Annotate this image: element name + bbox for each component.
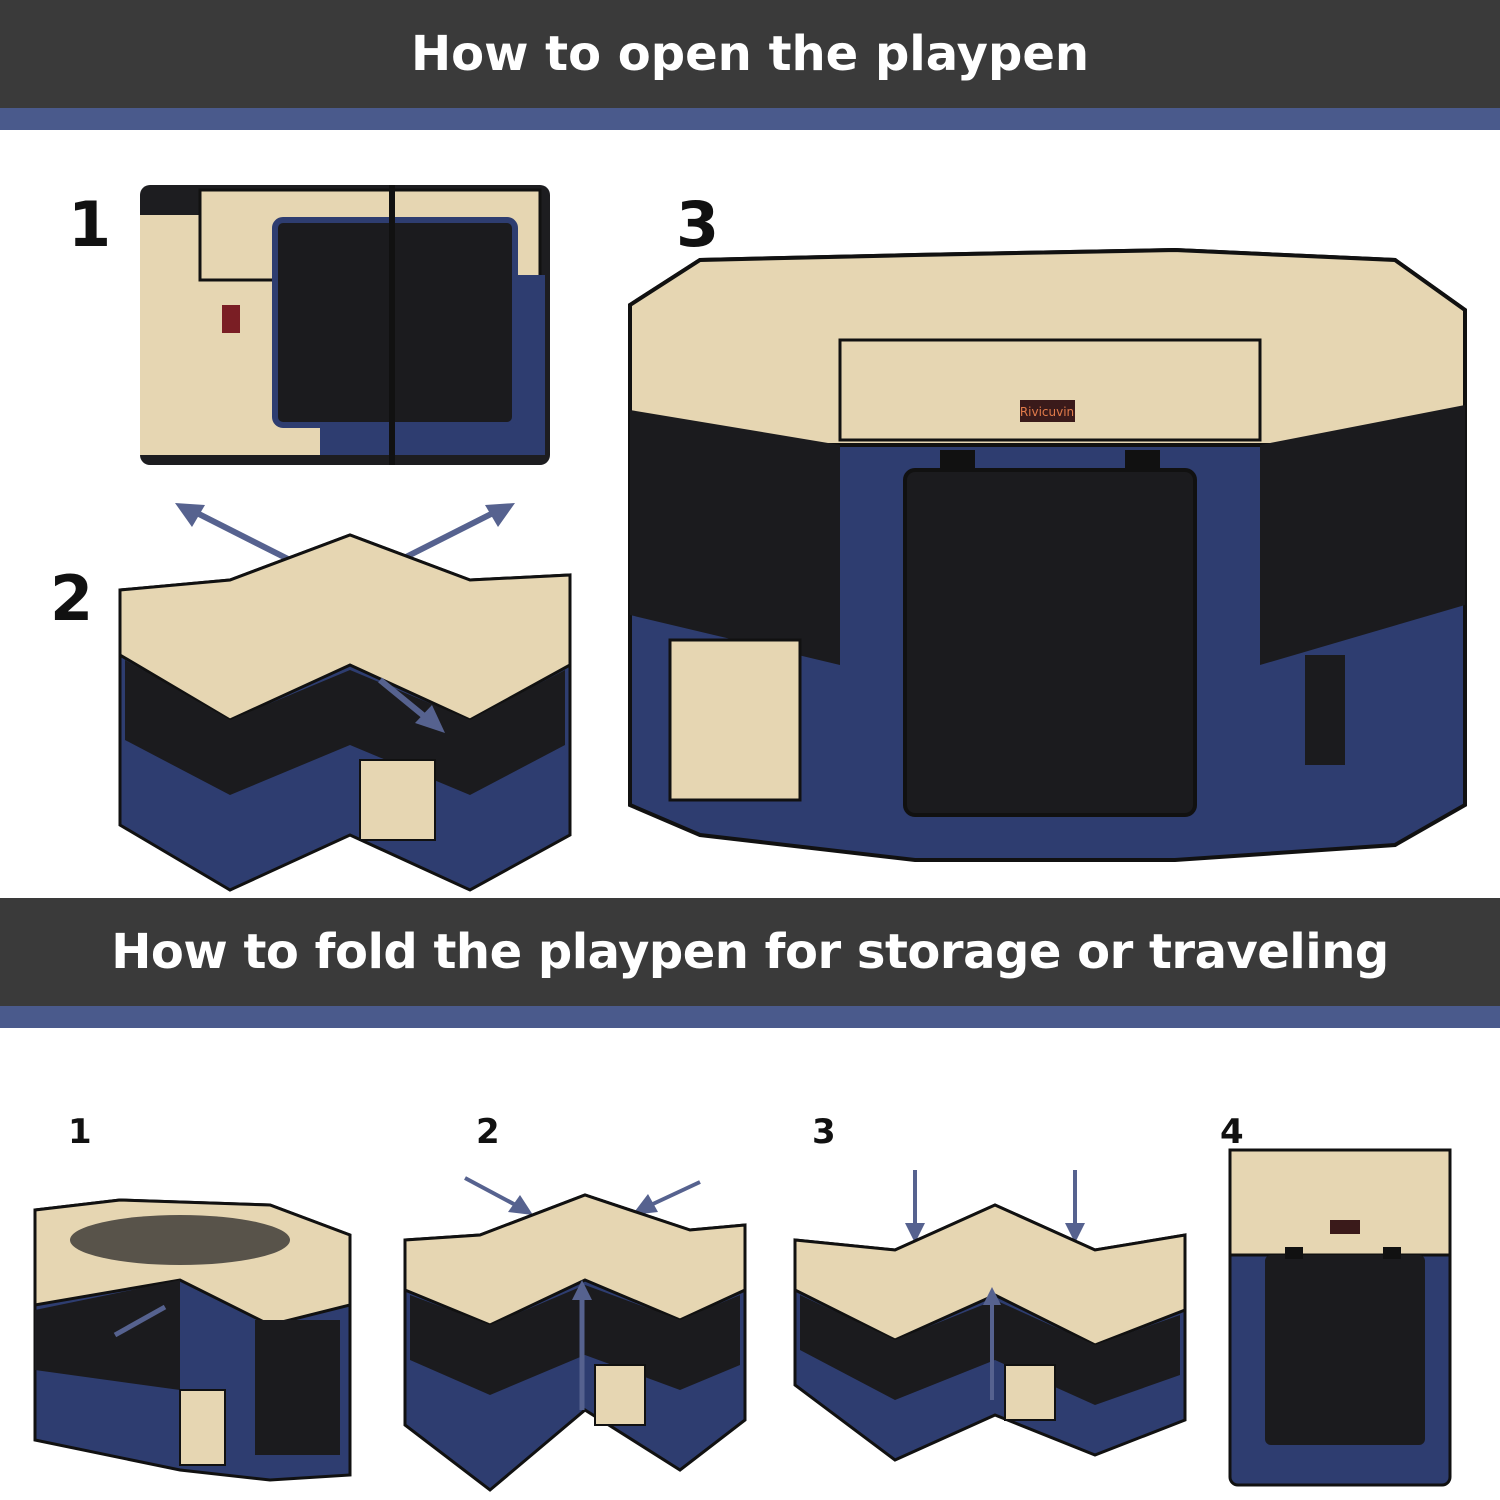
fold-step-3-number: 3 — [812, 1112, 836, 1152]
opened-playpen-image: Rivicuvin — [628, 247, 1467, 862]
fold-step-4-image — [1228, 1148, 1452, 1487]
brand-label: Rivicuvin — [1020, 405, 1074, 419]
folded-playpen-image — [140, 185, 550, 465]
open-section-title: How to open the playpen — [410, 26, 1090, 82]
open-step-2-number: 2 — [50, 562, 94, 635]
open-section-header: How to open the playpen — [0, 0, 1500, 108]
fold-section-header: How to fold the playpen for storage or t… — [0, 898, 1500, 1006]
fold-step-1-number: 1 — [68, 1112, 92, 1152]
open-step-3-number: 3 — [676, 188, 720, 261]
fold-step-1-image — [33, 1198, 352, 1482]
fold-step-2-number: 2 — [476, 1112, 500, 1152]
fold-step-4-number: 4 — [1220, 1112, 1244, 1152]
header-accent-line — [0, 1006, 1500, 1028]
partially-opened-playpen-image — [118, 503, 572, 892]
header-accent-line — [0, 108, 1500, 130]
open-step-1-number: 1 — [68, 188, 112, 261]
fold-step-2-image — [403, 1176, 747, 1492]
fold-section-title: How to fold the playpen for storage or t… — [111, 924, 1389, 980]
fold-step-3-image — [793, 1170, 1187, 1462]
